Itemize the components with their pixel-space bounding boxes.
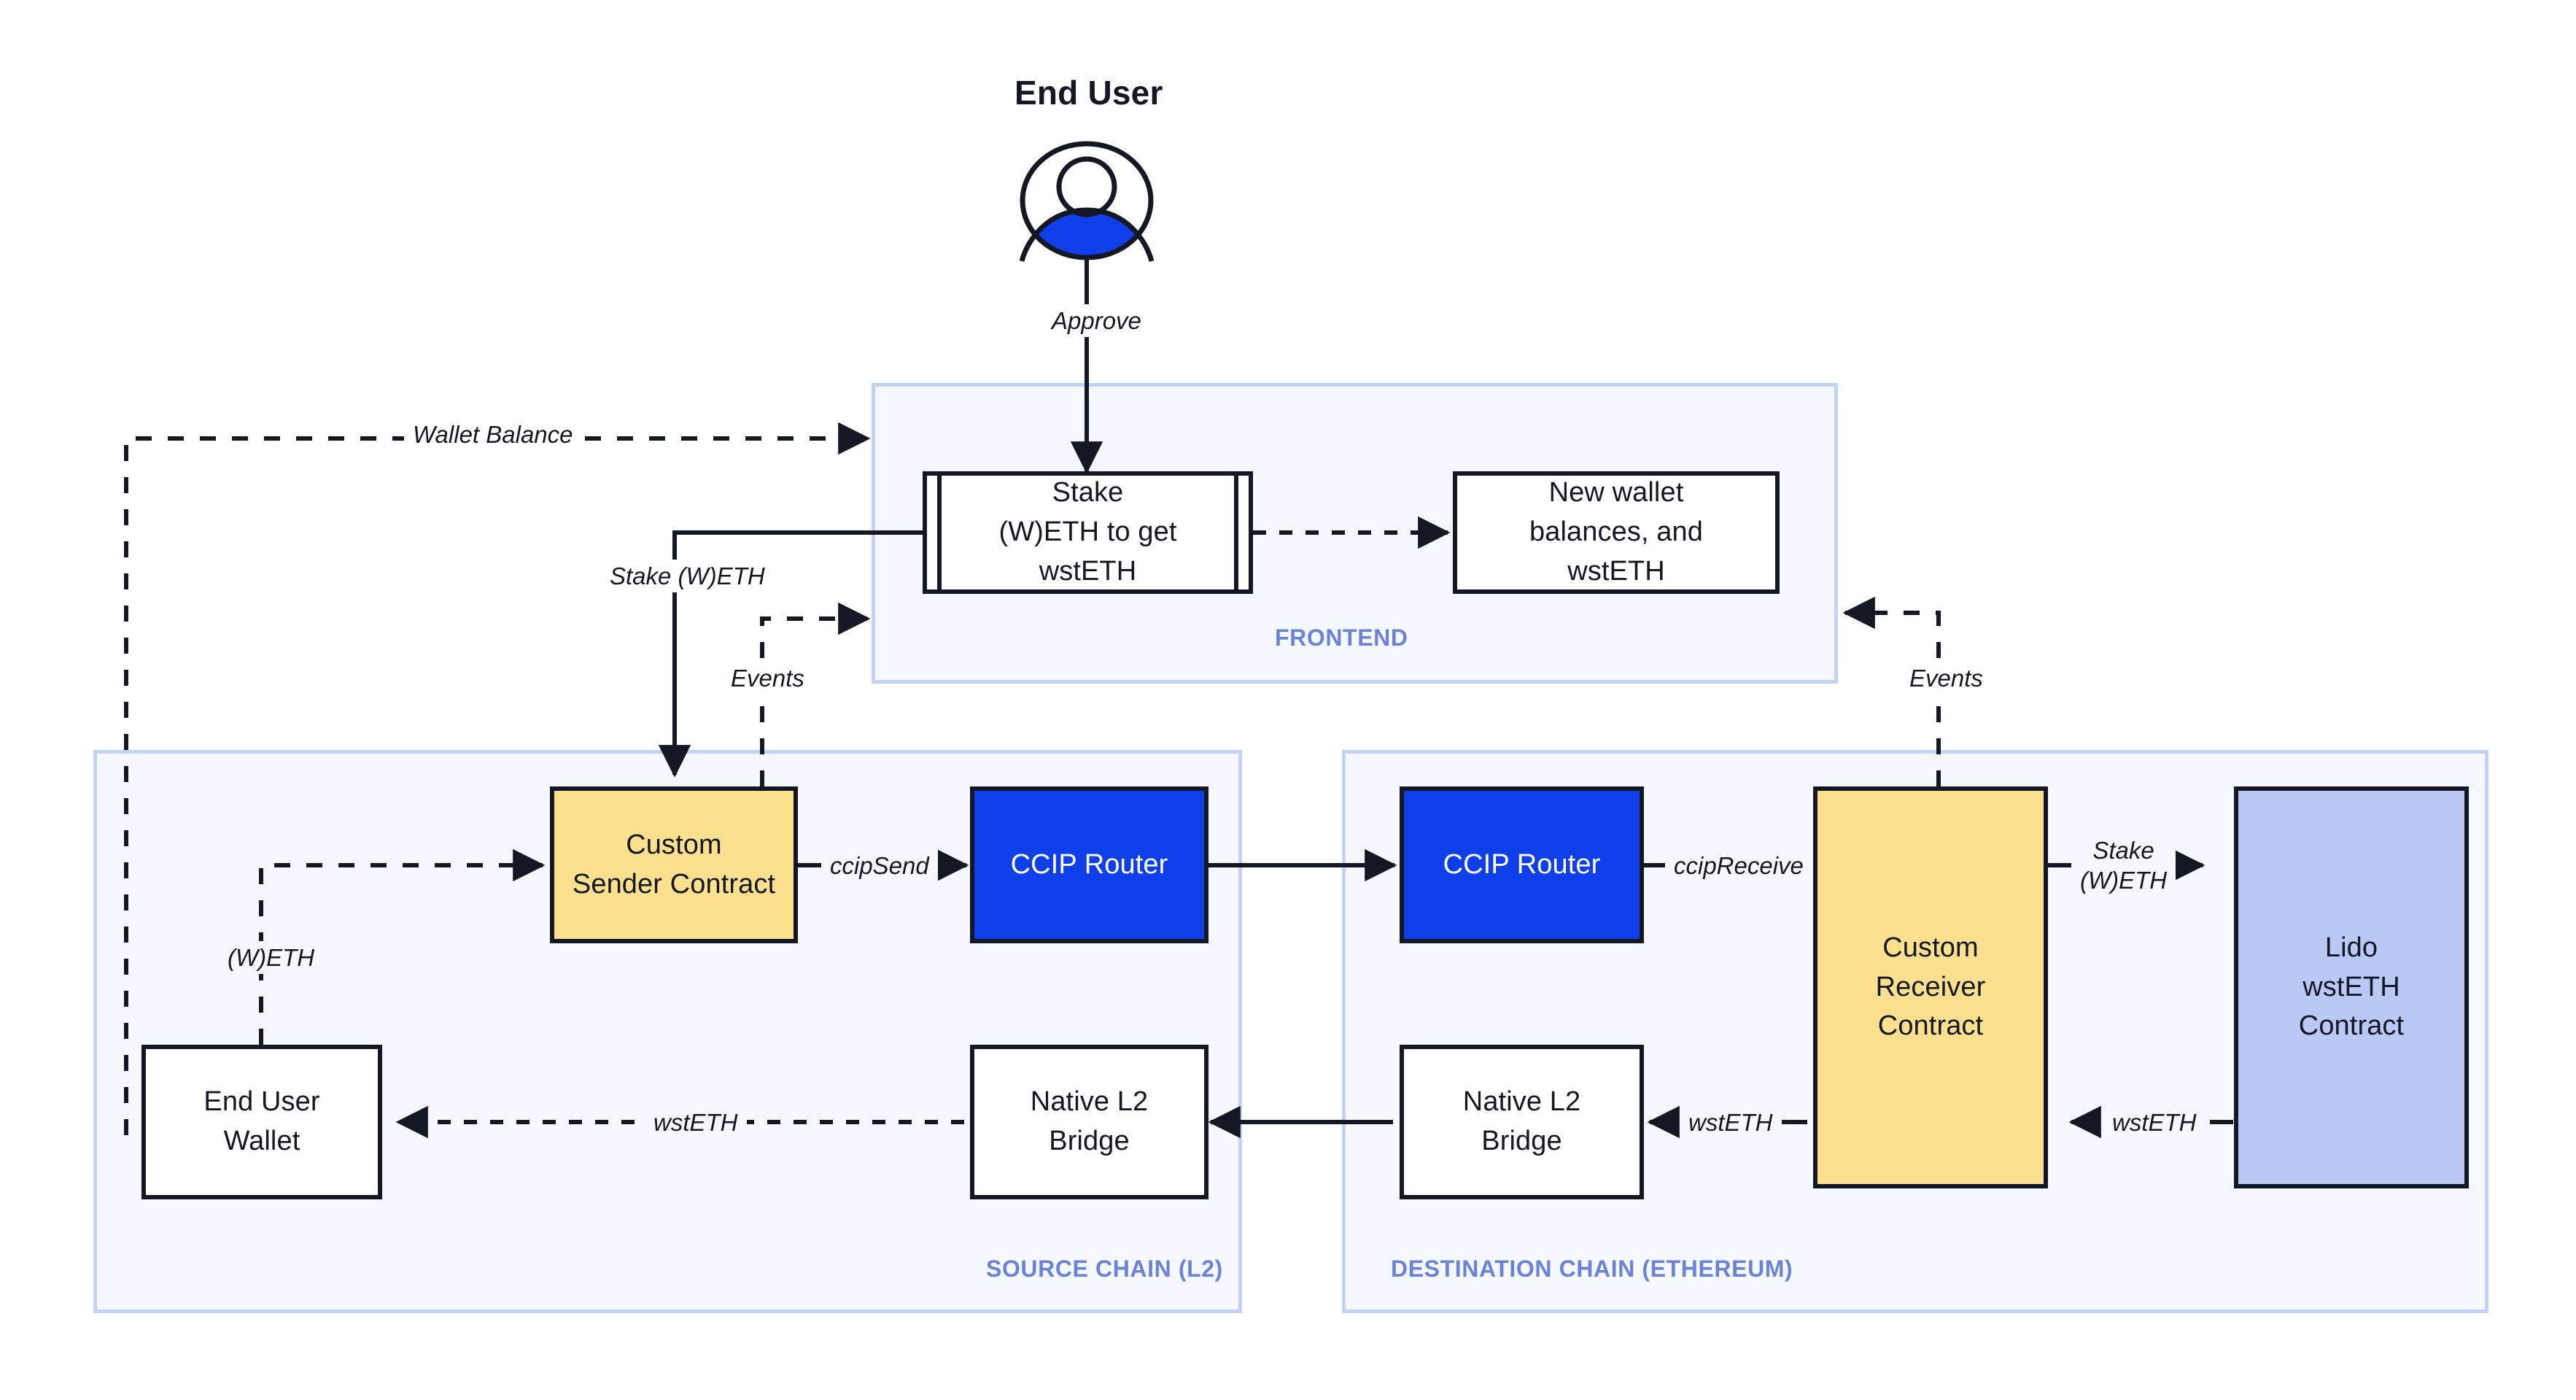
node-label: Native L2 Bridge bbox=[1030, 1086, 1149, 1156]
edge-label-ccip-receive: ccipReceive bbox=[1665, 849, 1812, 883]
node-custom-receiver-contract[interactable]: Custom Receiver Contract bbox=[1813, 786, 2048, 1188]
panel-label-frontend: FRONTEND bbox=[1275, 624, 1408, 651]
edge-wallet-balance bbox=[124, 422, 871, 1135]
node-ccip-router-destination[interactable]: CCIP Router bbox=[1400, 786, 1644, 943]
node-label: Custom Receiver Contract bbox=[1875, 932, 1986, 1042]
panel-label-destination-chain: DESTINATION CHAIN (ETHEREUM) bbox=[1391, 1256, 1793, 1282]
node-ccip-router-source[interactable]: CCIP Router bbox=[970, 786, 1209, 943]
edge-label-weth-in: (W)ETH bbox=[219, 941, 324, 975]
node-label: CCIP Router bbox=[1443, 848, 1601, 880]
user-avatar-icon bbox=[1012, 139, 1162, 263]
edge-label-events-source: Events bbox=[722, 662, 813, 695]
edge-stake-weth bbox=[658, 530, 923, 778]
node-label: Custom Sender Contract bbox=[572, 829, 776, 900]
edge-events-source bbox=[760, 602, 871, 786]
edge-label-stake-weth: Stake (W)ETH bbox=[601, 560, 774, 593]
node-label: CCIP Router bbox=[1010, 848, 1168, 880]
node-native-l2-bridge-source[interactable]: Native L2 Bridge bbox=[970, 1045, 1209, 1199]
node-label: New wallet balances, and wstETH bbox=[1529, 477, 1703, 587]
edge-label-events-destination: Events bbox=[1901, 662, 1992, 695]
node-label: End User Wallet bbox=[203, 1086, 320, 1156]
edge-label-approve: Approve bbox=[1043, 304, 1150, 338]
edge-label-wsteth-bridge: wstETH bbox=[1680, 1106, 1782, 1140]
edge-weth-in bbox=[259, 848, 546, 1045]
node-lido-wsteth-contract[interactable]: Lido wstETH Contract bbox=[2234, 786, 2469, 1188]
page-title: End User bbox=[1015, 74, 1163, 112]
node-new-balances[interactable]: New wallet balances, and wstETH bbox=[1453, 471, 1780, 594]
node-label: Stake (W)ETH to get wstETH bbox=[998, 477, 1177, 587]
node-end-user-wallet[interactable]: End User Wallet bbox=[141, 1045, 382, 1199]
edge-label-ccip-send: ccipSend bbox=[821, 849, 938, 883]
edge-label-wsteth-lido: wstETH bbox=[2103, 1106, 2205, 1140]
node-custom-sender-contract[interactable]: Custom Sender Contract bbox=[550, 786, 798, 943]
node-label: Lido wstETH Contract bbox=[2298, 932, 2405, 1042]
edge-label-stake-weth-2: Stake (W)ETH bbox=[2071, 834, 2176, 897]
node-native-l2-bridge-destination[interactable]: Native L2 Bridge bbox=[1400, 1045, 1644, 1199]
edge-label-wallet-balance: Wallet Balance bbox=[404, 418, 582, 452]
node-stake-form[interactable]: Stake (W)ETH to get wstETH bbox=[923, 471, 1253, 594]
edge-label-wsteth-wallet: wstETH bbox=[645, 1106, 747, 1140]
edge-events-destination bbox=[1842, 596, 1941, 786]
panel-label-source-chain: SOURCE CHAIN (L2) bbox=[986, 1256, 1223, 1282]
node-label: Native L2 Bridge bbox=[1462, 1086, 1581, 1156]
